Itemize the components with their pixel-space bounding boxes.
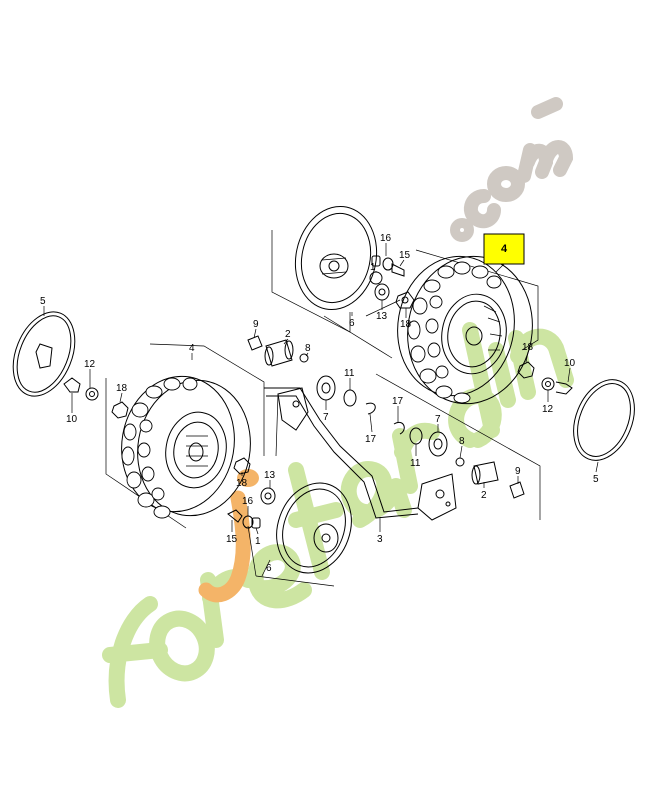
callout-11-mid[interactable]: 11 [344, 368, 355, 379]
callout-10-left[interactable]: 10 [66, 414, 78, 425]
wheel-lower-left [121, 375, 251, 519]
watermark-orange-j [198, 490, 251, 603]
callout-7-right[interactable]: 7 [435, 414, 441, 425]
callout-2-left[interactable]: 2 [285, 329, 291, 340]
left-hardware [63, 377, 129, 419]
callout-7-mid[interactable]: 7 [323, 412, 329, 423]
callout-1-bottom[interactable]: 1 [255, 536, 261, 547]
callout-10-right[interactable]: 10 [564, 358, 576, 369]
callout-4-left[interactable]: 4 [189, 343, 195, 354]
callout-16-bottom[interactable]: 16 [242, 496, 254, 507]
callout-13-bottom[interactable]: 13 [264, 470, 276, 481]
hub-cap-left [12, 311, 76, 397]
callout-18-left[interactable]: 18 [116, 383, 128, 394]
callout-5-left[interactable]: 5 [40, 296, 46, 307]
callout-8-left[interactable]: 8 [305, 343, 311, 354]
bushings-right [471, 461, 525, 499]
leader-lines [43, 243, 599, 577]
callout-labels: 5 4 9 2 8 12 10 18 7 11 17 16 15 1 13 18… [40, 233, 599, 574]
callout-6-bottom[interactable]: 6 [266, 563, 272, 574]
callout-5-right[interactable]: 5 [593, 474, 599, 485]
upper-hardware [369, 255, 415, 309]
callout-9-right[interactable]: 9 [515, 466, 521, 477]
callout-16-top[interactable]: 16 [380, 233, 392, 244]
callout-15-bottom[interactable]: 15 [226, 534, 238, 545]
callout-17-right[interactable]: 17 [392, 396, 404, 407]
axle-assembly [264, 387, 457, 521]
callout-3-axle[interactable]: 3 [377, 534, 383, 545]
callout-6-top[interactable]: 6 [349, 318, 355, 329]
callout-13-top[interactable]: 13 [376, 311, 388, 322]
highlight-leader [495, 263, 505, 273]
watermark [102, 97, 574, 708]
callout-15-top[interactable]: 15 [399, 250, 411, 261]
right-hardware [517, 361, 635, 461]
hub-cap-upper [294, 205, 378, 311]
lower-right-box [375, 373, 541, 520]
callout-18-right[interactable]: 18 [522, 342, 534, 353]
hub-cap-lower [247, 482, 352, 587]
callout-8-right[interactable]: 8 [459, 436, 465, 447]
callout-18-top[interactable]: 18 [400, 319, 412, 330]
callout-9-left[interactable]: 9 [253, 319, 259, 330]
highlight-box [483, 233, 525, 265]
bushings-left [247, 335, 309, 367]
callout-2-right[interactable]: 2 [481, 490, 487, 501]
callout-12-left[interactable]: 12 [84, 359, 96, 370]
callout-18-bottom[interactable]: 18 [236, 478, 248, 489]
wheel-upper-right [397, 255, 533, 405]
callout-17-mid[interactable]: 17 [365, 434, 377, 445]
callout-1-top[interactable]: 1 [370, 262, 376, 273]
callout-12-right[interactable]: 12 [542, 404, 554, 415]
callout-11-right[interactable]: 11 [410, 458, 421, 469]
callout-4-highlight[interactable]: 4 [501, 243, 508, 255]
